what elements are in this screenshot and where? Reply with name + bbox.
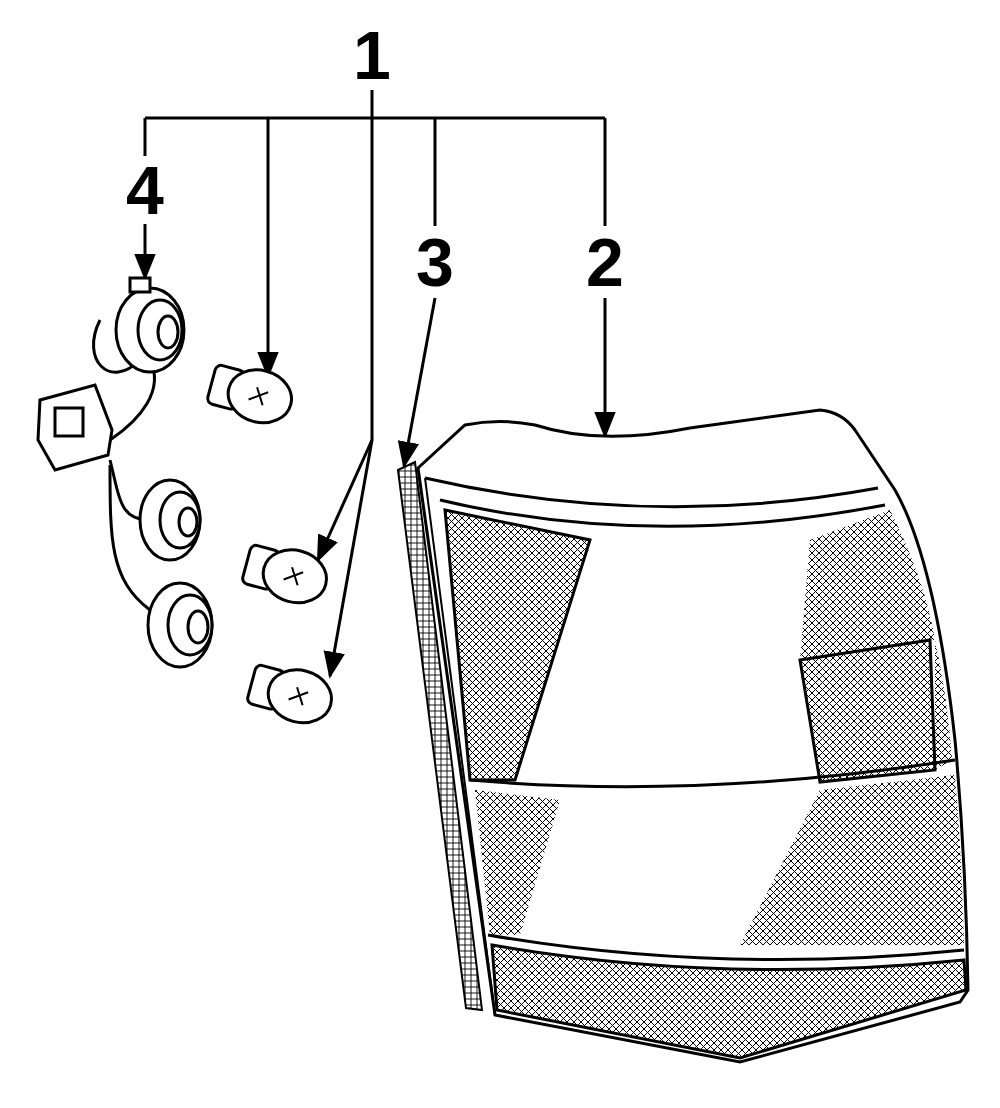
callout-number: 2	[584, 228, 626, 296]
callout-number: 3	[414, 228, 456, 296]
callout-number: 1	[351, 21, 393, 89]
lamp-lens	[418, 410, 968, 1062]
socket-harness	[38, 278, 212, 667]
bulbs	[205, 358, 338, 729]
callout-number: 4	[124, 156, 166, 224]
